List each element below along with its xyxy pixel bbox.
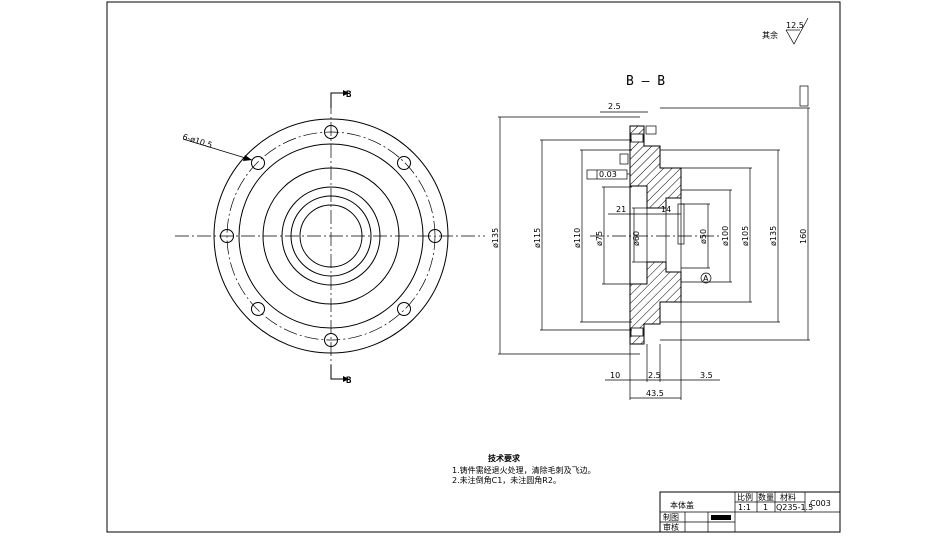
tb-black-bar <box>711 515 731 520</box>
tb-part-name: 本体盖 <box>670 500 694 510</box>
dim-b-total: 43.5 <box>646 389 664 398</box>
roughness-mark-2 <box>645 125 657 135</box>
drawing-border <box>106 1 841 533</box>
roughness-mark-3 <box>619 153 629 165</box>
dim-d-100: ø100 <box>721 226 730 246</box>
dim-d-50: ø50 <box>699 229 708 244</box>
bolt-hole-gap-top <box>630 133 644 143</box>
dim-d-75: ø75 <box>595 231 604 246</box>
dim-d-105: ø105 <box>741 226 750 246</box>
tb-checked-by: 审核 <box>663 522 679 532</box>
dim-b-3-5: 3.5 <box>700 371 713 380</box>
tb-material: Q235-1.5 <box>776 503 813 512</box>
dim-w-14: 14 <box>661 205 671 214</box>
section-view: B — B ø135 ø115 ø110 ø75 <box>491 74 810 400</box>
dim-b-2-5: 2.5 <box>648 371 661 380</box>
bolt-hole-2 <box>397 156 411 170</box>
section-arrow-bottom <box>343 376 349 382</box>
roughness-value: 12.5 <box>786 21 804 30</box>
section-title: B — B <box>626 74 665 89</box>
roughness-mark-4 <box>677 203 685 245</box>
datum-circle <box>700 272 712 284</box>
roughness-symbol: 其余 12.5 <box>762 17 809 45</box>
notes-line-1: 1.铸件需经退火处理，清除毛刺及飞边。 <box>452 465 596 475</box>
tb-qty: 1 <box>763 503 768 512</box>
dim-top-2-5: 2.5 <box>608 102 621 111</box>
dim-d-135r: ø135 <box>769 226 778 246</box>
front-view: B B 6-ø10.5 <box>175 90 485 386</box>
bolt-hole-6 <box>251 302 265 316</box>
dim-d-bolt: ø115 <box>533 228 542 248</box>
bolt-hole-4 <box>397 302 411 316</box>
tb-h-scale: 比例 <box>737 492 753 502</box>
roughness-label: 其余 <box>762 30 778 40</box>
dim-d-60: ø60 <box>632 231 641 246</box>
dim-d-110: ø110 <box>573 228 582 248</box>
dim-d-160: 160 <box>799 229 808 244</box>
notes-heading: 技术要求 <box>488 453 521 463</box>
tb-scale: 1:1 <box>738 503 751 512</box>
tolerance-value: 0.03 <box>599 170 617 179</box>
tb-drawn-by: 制图 <box>663 512 679 522</box>
datum-label: A <box>703 274 709 283</box>
tb-h-qty: 数量 <box>758 492 774 502</box>
dim-d-outer: ø135 <box>491 228 500 248</box>
holes-leader <box>182 138 253 161</box>
section-mark-top: B <box>346 90 352 100</box>
dim-b-10: 10 <box>610 371 620 380</box>
section-mark-bottom: B <box>346 376 352 386</box>
title-block: 本体盖 比例 数量 材料 1:1 1 Q235-1.5 C003 制图 审核 <box>659 491 841 533</box>
notes-line-2: 2.未注倒角C1，未注圆角R2。 <box>452 475 561 485</box>
bolt-hole-gap-bottom <box>630 327 644 337</box>
dim-w-21: 21 <box>616 205 626 214</box>
tech-notes: 技术要求 1.铸件需经退火处理，清除毛刺及飞边。 2.未注倒角C1，未注圆角R2… <box>452 453 596 485</box>
holes-leader-arrow <box>243 155 252 161</box>
section-cut-bottom <box>330 365 343 380</box>
holes-note: 6-ø10.5 <box>181 132 213 150</box>
bolt-hole-8 <box>251 156 265 170</box>
tolerance-frame <box>586 169 628 180</box>
section-cut-top <box>330 92 343 108</box>
section-arrow-top <box>343 90 349 96</box>
tb-code: C003 <box>810 499 831 508</box>
tb-h-material: 材料 <box>780 492 796 502</box>
roughness-check <box>785 17 809 45</box>
roughness-mark-1 <box>799 85 809 107</box>
